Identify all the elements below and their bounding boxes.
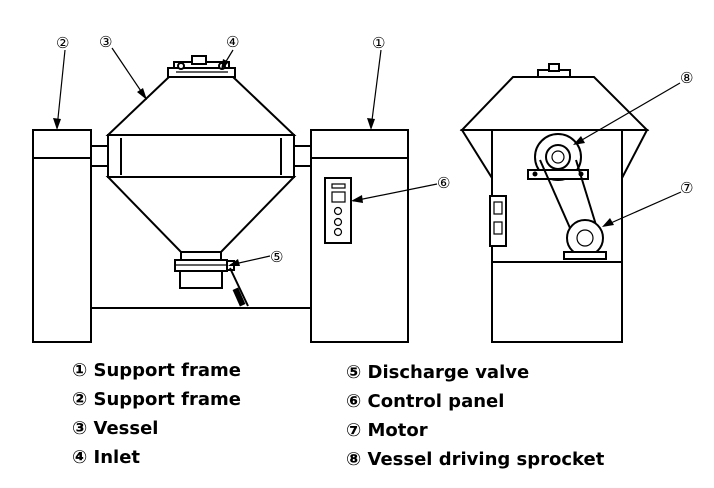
callout-2: ② <box>56 34 69 52</box>
inlet <box>167 55 236 78</box>
callout-1: ① <box>372 34 385 52</box>
legend-item-support-frame-1: ① Support frame <box>72 360 241 381</box>
callout-3: ③ <box>99 33 112 51</box>
discharge-valve <box>174 251 249 307</box>
callout-7: ⑦ <box>680 179 693 197</box>
legend-item-control-panel: ⑥ Control panel <box>346 391 505 412</box>
callout-8: ⑧ <box>680 69 693 87</box>
legend-item-discharge-valve: ⑤ Discharge valve <box>346 362 530 383</box>
callout-5: ⑤ <box>270 248 283 266</box>
vessel-driving-sprocket <box>527 133 589 181</box>
vessel <box>105 75 297 253</box>
callout-numbers: ① ② ③ ④ ⑤ ⑥ ⑦ ⑧ <box>56 33 693 266</box>
legend-left: ① Support frame ② Support frame ③ Vessel… <box>72 356 241 472</box>
control-panel <box>324 177 352 244</box>
legend-item-motor: ⑦ Motor <box>346 420 428 441</box>
side-view <box>459 63 650 343</box>
motor <box>563 219 607 260</box>
front-view <box>32 55 409 343</box>
legend-item-support-frame-2: ② Support frame <box>72 389 241 410</box>
legend-item-vessel-driving-sprocket: ⑧ Vessel driving sprocket <box>346 449 605 470</box>
legend-item-inlet: ④ Inlet <box>72 447 141 468</box>
callout-6: ⑥ <box>437 174 450 192</box>
callout-4: ④ <box>226 33 239 51</box>
legend-right: ⑤ Discharge valve ⑥ Control panel ⑦ Moto… <box>346 358 604 474</box>
callout-leaders <box>53 47 682 266</box>
legend-item-vessel: ③ Vessel <box>72 418 159 439</box>
left-support-frame <box>32 129 92 343</box>
